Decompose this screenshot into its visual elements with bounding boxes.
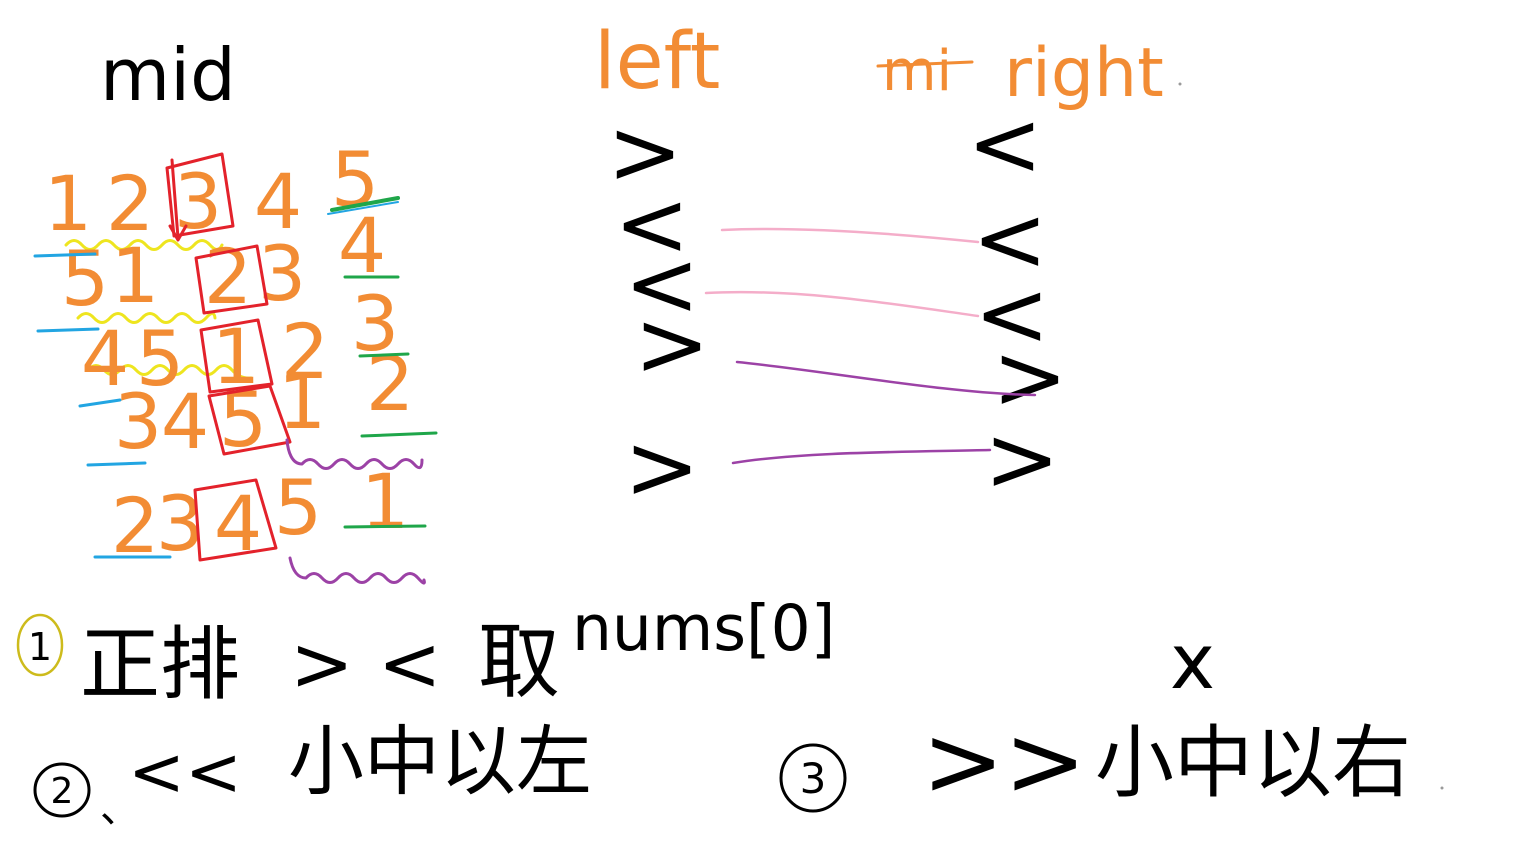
purple-connector [735, 360, 1037, 397]
underline [327, 201, 399, 215]
left-symbol: > [624, 415, 699, 520]
note-1: 1 正排 > < 取 nums[0] [16, 592, 835, 711]
mid-box [207, 384, 292, 456]
underline [358, 352, 410, 358]
mid-box [199, 318, 274, 394]
row-2: 5 1 2 3 4 [61, 201, 386, 323]
note-symbols: >> [922, 705, 1086, 819]
note-2: 2 、 << 小中以左 [33, 717, 592, 832]
pink-connector [704, 290, 980, 318]
strike-through-line [876, 60, 974, 68]
left-symbol: > [607, 100, 682, 205]
underline [360, 431, 438, 438]
purple-wavy-underlines [285, 438, 426, 585]
note-number: 3 [800, 754, 827, 803]
left-symbol: < [614, 172, 689, 277]
mid-highlight-boxes [165, 152, 292, 562]
right-symbol: > [984, 407, 1059, 512]
last-digit: 3 [351, 279, 399, 368]
purple-connector [731, 448, 992, 465]
array-digit: 2 [111, 481, 159, 570]
cross-mark: x [1170, 617, 1215, 706]
note-expression: nums[0] [572, 592, 835, 665]
note-text: 小中以右 [1095, 717, 1411, 809]
wavy-underline [285, 438, 424, 470]
stray-dot [1178, 82, 1182, 86]
note-text: 小中以左 [288, 717, 592, 806]
struck-out-label: mi [882, 39, 952, 104]
note-separator: 、 [100, 786, 140, 832]
underline [86, 461, 147, 467]
underline [343, 524, 427, 529]
array-digit: 4 [161, 377, 209, 466]
right-label: right [1004, 34, 1164, 113]
circle-number-marker [33, 762, 91, 818]
down-arrow-head [168, 224, 188, 242]
array-digit: 5 [274, 463, 322, 552]
mid-box [193, 478, 278, 562]
right-symbol: < [974, 262, 1049, 367]
array-digit: 1 [111, 231, 159, 320]
blue-underlines [33, 201, 399, 559]
circle-number-marker [16, 613, 64, 677]
last-digit: 4 [338, 201, 386, 290]
wavy-underline [76, 312, 217, 324]
down-arrow-line [170, 158, 180, 240]
note-number: 1 [28, 625, 52, 669]
mid-box [194, 244, 269, 315]
note-symbols: > < [290, 619, 442, 708]
rotation-rows: 1 2 3 4 5 5 1 2 3 4 4 5 1 2 3 3 4 5 1 2 [33, 135, 438, 585]
array-digit: 5 [61, 234, 109, 323]
right-symbol: < [972, 187, 1047, 292]
array-digit: 2 [281, 307, 329, 396]
last-digit: 1 [361, 457, 409, 546]
array-digit: 2 [106, 159, 154, 248]
row-5: 2 3 4 5 1 [111, 457, 409, 570]
note-take: 取 [478, 615, 560, 710]
green-underlines [330, 196, 438, 529]
underline [36, 327, 100, 333]
last-digit: 2 [366, 339, 414, 428]
array-digit: 3 [114, 377, 162, 466]
note-label: 正排 [80, 618, 240, 711]
wavy-underline [64, 239, 224, 251]
left-comparison-column: > < < > > [607, 100, 709, 520]
array-digit: 4 [254, 157, 302, 246]
right-comparison-column: < < < > > [967, 92, 1067, 512]
underline [33, 252, 97, 258]
mid-box [165, 152, 235, 238]
left-symbol: < [624, 232, 699, 337]
yellow-wavy-underlines [64, 239, 253, 380]
circle-number-marker [779, 743, 847, 813]
stray-dot [1440, 786, 1444, 790]
right-symbol: > [992, 325, 1067, 430]
underline [78, 398, 122, 408]
wavy-underline [288, 556, 426, 585]
headers: mid left mi right [100, 17, 1182, 117]
note-3: 3 >> 小中以右 [779, 705, 1444, 819]
right-symbol: < [967, 92, 1042, 197]
left-label: left [594, 17, 720, 107]
pink-connector [720, 227, 980, 244]
left-symbol: > [634, 292, 709, 397]
array-digit: 5 [136, 314, 184, 403]
underline [330, 196, 400, 212]
array-digit: 1 [44, 159, 92, 248]
wavy-underline [86, 364, 253, 380]
connector-lines [704, 227, 1037, 465]
note-symbols: << [128, 733, 242, 812]
row-4: 3 4 5 1 2 [114, 339, 414, 466]
note-number: 2 [51, 771, 74, 812]
mid-label: mid [100, 33, 236, 117]
